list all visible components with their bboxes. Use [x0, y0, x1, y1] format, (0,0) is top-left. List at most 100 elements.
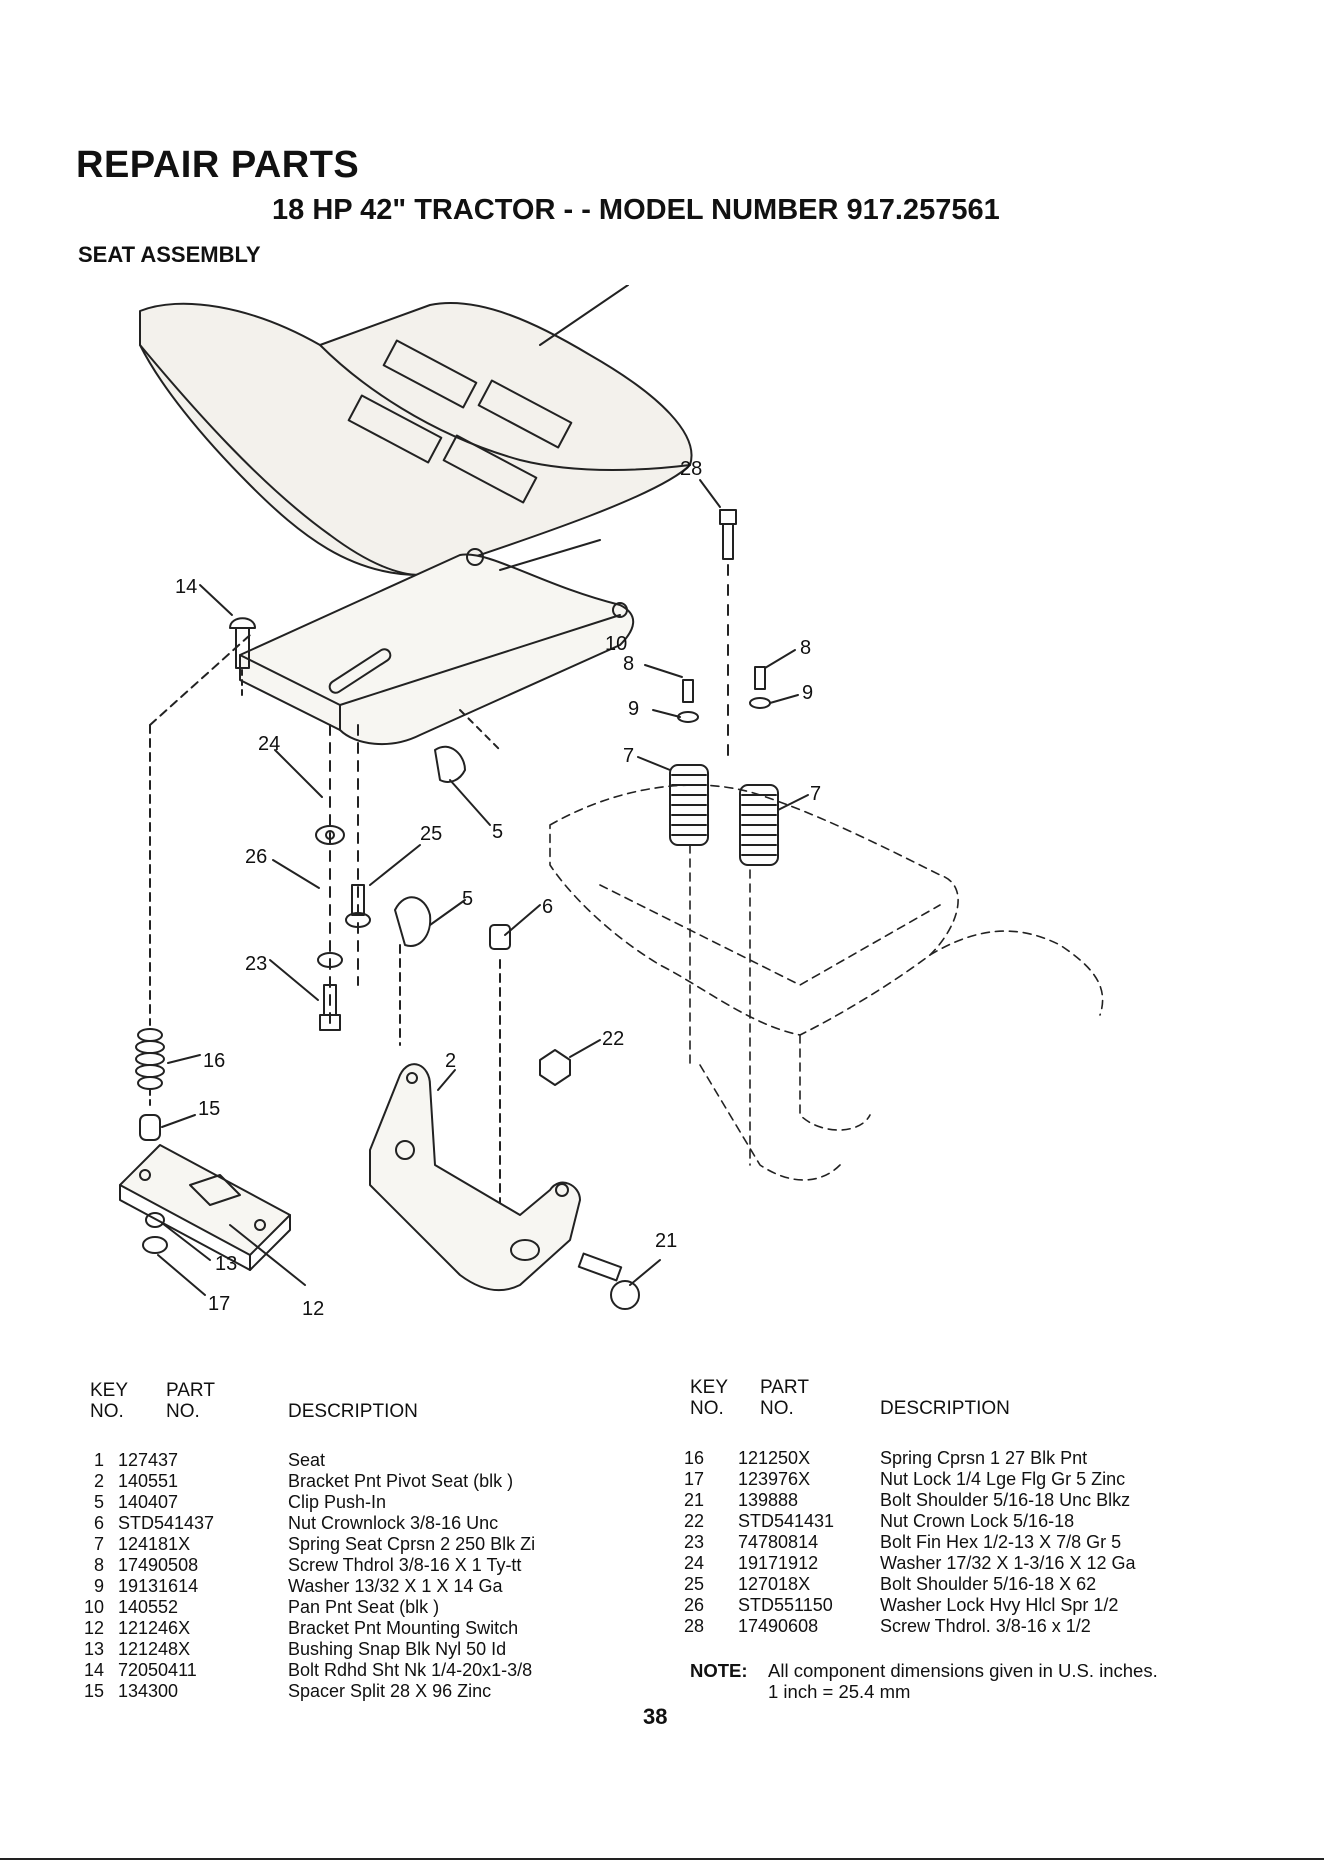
page-number: 38: [643, 1704, 668, 1729]
note-label: NOTE:: [690, 1660, 748, 1681]
bottom-rule: [0, 1858, 1324, 1860]
key-cell: 24: [683, 1553, 704, 1573]
part-number-cell: 74780814: [738, 1532, 819, 1552]
switch-bracket-part: [119, 1144, 306, 1286]
part-number-cell: 121250X: [738, 1448, 811, 1468]
key-cell: 6: [93, 1513, 104, 1533]
description-cell: Seat: [288, 1450, 326, 1470]
part-number-cell: 121246X: [118, 1618, 191, 1638]
table-row: 17 123976X Nut Lock 1/4 Lge Flg Gr 5 Zinc: [684, 1469, 1250, 1490]
description-cell: Washer 13/32 X 1 X 14 Ga: [288, 1576, 503, 1596]
part-number-cell: 121248X: [118, 1639, 191, 1659]
header-part-no: NO.: [760, 1398, 794, 1419]
part-number-cell: 123976X: [738, 1469, 811, 1489]
header-key: KEY: [690, 1377, 729, 1398]
seat-part: [139, 285, 693, 576]
description-cell: Bolt Shoulder 5/16-18 X 62: [880, 1574, 1097, 1594]
table-right-header: KEY NO. PART NO. DESCRIPTION: [690, 1375, 1250, 1427]
part-number-cell: 127437: [118, 1450, 179, 1470]
header-key-no: NO.: [690, 1398, 724, 1419]
section-title: SEAT ASSEMBLY: [78, 242, 261, 267]
key-cell: 5: [93, 1492, 104, 1512]
part-number-cell: 127018X: [738, 1574, 811, 1594]
key-cell: 10: [83, 1597, 104, 1617]
model-number-heading: 18 HP 42" TRACTOR - - MODEL NUMBER 917.2…: [272, 194, 1000, 226]
callout-26: 26: [245, 846, 267, 868]
callout-25: 25: [420, 823, 442, 845]
callout-2: 2: [445, 1050, 456, 1072]
description-cell: Spacer Split 28 X 96 Zinc: [288, 1681, 492, 1701]
callout-14: 14: [175, 576, 197, 598]
description-cell: Spring Cprsn 1 27 Blk Pnt: [880, 1448, 1088, 1468]
callout-9-left: 9: [628, 698, 639, 720]
bushing-13-nut-17-part: [142, 1212, 211, 1296]
callout-6: 6: [542, 896, 553, 918]
bolt-21-part: [577, 1252, 661, 1310]
table-row: 1 127437 Seat: [90, 1450, 610, 1471]
callout-24: 24: [258, 733, 280, 755]
part-number-cell: STD551150: [738, 1595, 833, 1615]
part-number-cell: 72050411: [118, 1660, 197, 1680]
callout-13: 13: [215, 1253, 237, 1275]
description-cell: Screw Thdrol. 3/8-16 x 1/2: [880, 1616, 1091, 1636]
key-cell: 23: [683, 1532, 704, 1552]
key-cell: 1: [93, 1450, 104, 1470]
callout-7-left: 7: [623, 745, 634, 767]
callout-16: 16: [203, 1050, 225, 1072]
part-number-cell: 140552: [118, 1597, 179, 1617]
key-cell: 16: [683, 1448, 704, 1468]
key-cell: 22: [683, 1511, 704, 1531]
part-number-cell: 139888: [738, 1490, 799, 1510]
diagram-callouts: 1 28 14 10 8 9 8 9 7 7 24 5 25 26 16 23 …: [175, 285, 821, 1320]
note-line-1: All component dimensions given in U.S. i…: [768, 1660, 1158, 1681]
table-left-header: KEY NO. PART NO. DESCRIPTION: [90, 1378, 610, 1430]
description-cell: Nut Crown Lock 5/16-18: [880, 1511, 1075, 1531]
screw-28-part: [699, 479, 737, 756]
key-cell: 17: [683, 1469, 704, 1489]
seat-assembly-diagram: 1 28 14 10 8 9 8 9 7 7 24 5 25 26 16 23 …: [119, 285, 1104, 1320]
description-cell: Screw Thdrol 3/8-16 X 1 Ty-tt: [288, 1555, 522, 1575]
part-number-cell: 17490508: [118, 1555, 199, 1575]
callout-9-right: 9: [802, 682, 813, 704]
part-number-cell: 124181X: [118, 1534, 191, 1554]
callout-7-right: 7: [810, 783, 821, 805]
description-cell: Bolt Fin Hex 1/2-13 X 7/8 Gr 5: [880, 1532, 1122, 1552]
seat-pan-part: [239, 539, 635, 746]
table-row: 23 74780814 Bolt Fin Hex 1/2-13 X 7/8 Gr 5: [684, 1532, 1250, 1553]
parts-table-left: KEY NO. PART NO. DESCRIPTION 1 127437 Seat…: [84, 1378, 610, 1701]
callout-23: 23: [245, 953, 267, 975]
header-key: KEY: [90, 1380, 129, 1401]
key-cell: 14: [83, 1660, 104, 1680]
callout-5-upper: 5: [492, 821, 503, 843]
table-row: 22 STD541431 Nut Crown Lock 5/16-18: [684, 1511, 1250, 1532]
part-number-cell: 19131614: [118, 1576, 199, 1596]
callout-5-lower: 5: [462, 888, 473, 910]
table-row: 9 19131614 Washer 13/32 X 1 X 14 Ga: [90, 1576, 610, 1597]
description-cell: Spring Seat Cprsn 2 250 Blk Zi: [288, 1534, 536, 1554]
key-cell: 9: [93, 1576, 104, 1596]
key-cell: 7: [93, 1534, 104, 1554]
part-number-cell: STD541431: [738, 1511, 835, 1531]
bolt-14-part: [199, 584, 256, 701]
key-cell: 15: [83, 1681, 104, 1701]
key-cell: 12: [83, 1618, 104, 1638]
description-cell: Nut Lock 1/4 Lge Flg Gr 5 Zinc: [880, 1469, 1126, 1489]
header-part-no: NO.: [166, 1401, 200, 1422]
part-number-cell: 140551: [118, 1471, 179, 1491]
spring-16-part: [135, 634, 251, 1111]
part-number-cell: 17490608: [738, 1616, 819, 1636]
part-number-cell: 140407: [118, 1492, 179, 1512]
key-cell: 26: [683, 1595, 704, 1615]
description-cell: Bracket Pnt Mounting Switch: [288, 1618, 519, 1638]
callout-12: 12: [302, 1298, 324, 1320]
dimension-note: NOTE: All component dimensions given in …: [690, 1660, 1158, 1702]
